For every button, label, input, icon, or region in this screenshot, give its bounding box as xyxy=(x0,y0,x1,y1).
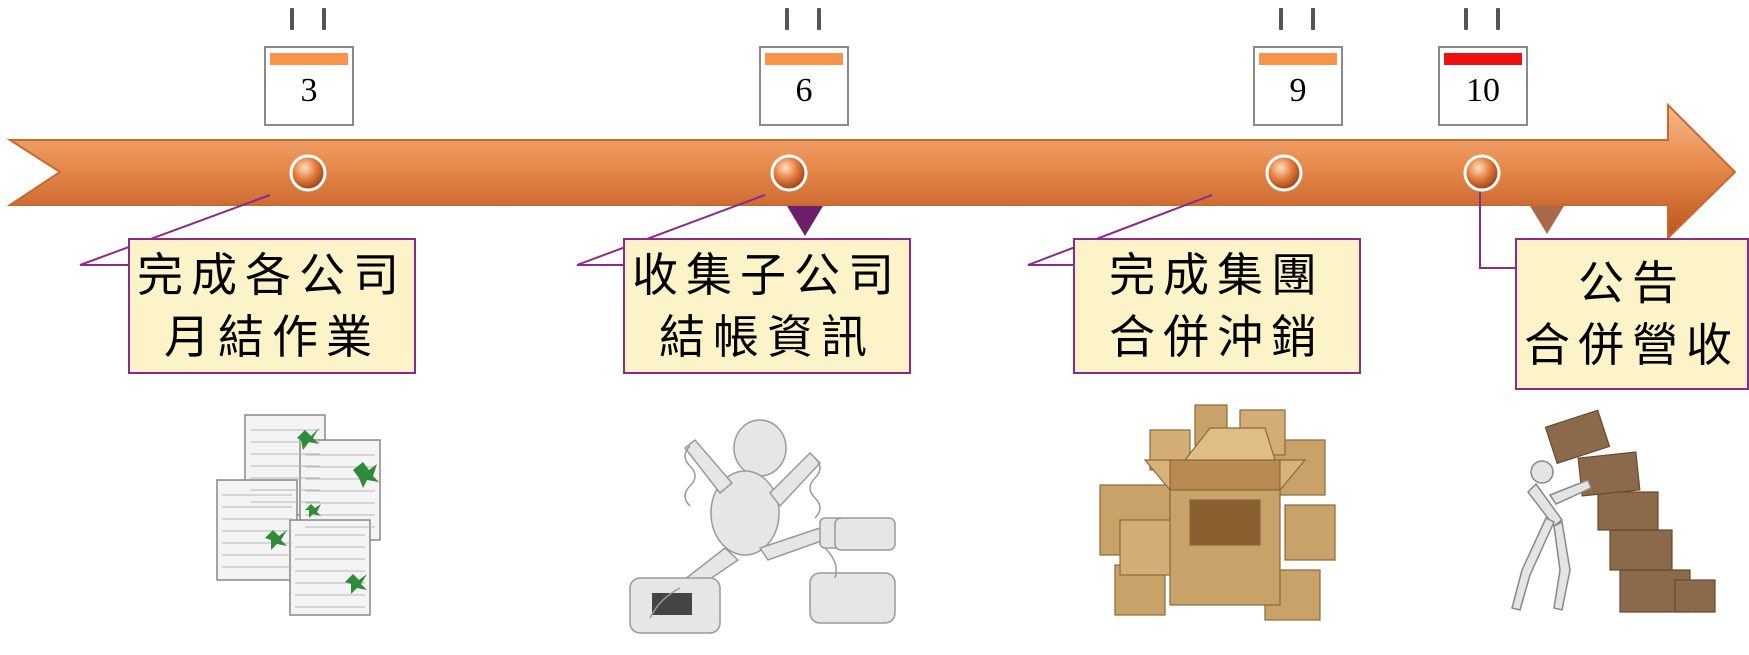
step-label-3: 完成集團 合併沖銷 xyxy=(1073,238,1361,374)
step-label-3-line2: 合併沖銷 xyxy=(1109,310,1325,364)
calendar-day-2: 6 xyxy=(795,72,813,109)
step-label-4: 公告 合併營收 xyxy=(1515,238,1749,390)
step-label-2-line1: 收集子公司 xyxy=(632,248,902,302)
calendar-band-1 xyxy=(270,53,348,65)
connector-line-4 xyxy=(1479,192,1518,269)
calendar-band-3 xyxy=(1259,53,1337,65)
step-label-1: 完成各公司 月結作業 xyxy=(128,238,416,374)
timeline-node-2 xyxy=(770,154,808,192)
calendar-icon-4: 10 xyxy=(1438,8,1530,126)
marker-triangle-brown xyxy=(1530,206,1564,234)
calendar-icon-3: 9 xyxy=(1253,8,1345,126)
calendar-day-3: 9 xyxy=(1289,72,1307,109)
calendar-day-1: 3 xyxy=(300,72,318,109)
timeline-node-4 xyxy=(1463,154,1501,192)
step-label-2-line2: 結帳資訊 xyxy=(659,310,875,364)
calendar-band-2 xyxy=(765,53,843,65)
calendar-band-4 xyxy=(1444,53,1522,65)
step-label-1-line2: 月結作業 xyxy=(164,310,380,364)
connector-line-2 xyxy=(576,194,766,266)
step-label-4-line1: 公告 xyxy=(1578,256,1686,310)
cardboard-boxes-pile xyxy=(1099,404,1336,621)
calendar-day-4: 10 xyxy=(1466,72,1500,109)
calendar-icon-2: 6 xyxy=(759,8,851,126)
step-label-4-line2: 合併營收 xyxy=(1524,318,1740,372)
step-label-3-line1: 完成集團 xyxy=(1109,248,1325,302)
figure-pushing-boxes xyxy=(1511,409,1716,613)
calendar-icon-1: 3 xyxy=(264,8,356,126)
spreadsheet-pages-icon xyxy=(216,414,381,616)
connector-line-3 xyxy=(1027,194,1213,266)
tangled-phones-figure xyxy=(629,419,896,634)
timeline-node-3 xyxy=(1265,154,1303,192)
timeline-node-1 xyxy=(289,154,327,192)
step-label-1-line1: 完成各公司 xyxy=(137,248,407,302)
marker-triangle-purple xyxy=(787,206,823,236)
step-label-2: 收集子公司 結帳資訊 xyxy=(623,238,911,374)
connector-line-1 xyxy=(79,194,271,266)
